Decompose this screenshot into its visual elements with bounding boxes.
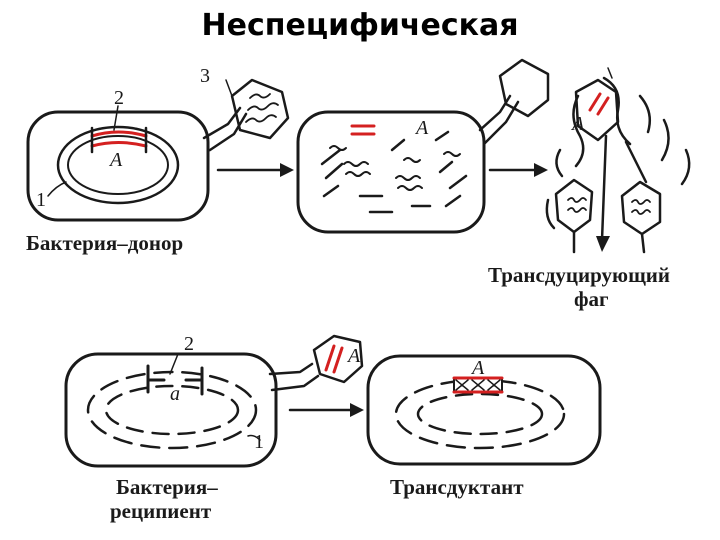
- infected-cell-wall: [296, 110, 486, 234]
- recipient-gene-label: a: [170, 383, 180, 405]
- recipient-label-line2: реципиент: [110, 499, 212, 523]
- donor-bacterium: [26, 78, 290, 222]
- injecting-phage-gene: [324, 344, 336, 372]
- marker-1-recipient: 1: [254, 431, 264, 453]
- transducing-phage-gene: [588, 92, 602, 112]
- recipient-label-line1: Бактерия–: [116, 475, 218, 499]
- donor-phage-head: [230, 78, 290, 140]
- infected-bacterium: [296, 58, 550, 234]
- marker-1: 1: [36, 189, 46, 211]
- lysis-phages: [545, 67, 691, 254]
- recipient-cell-wall: [64, 352, 278, 468]
- marker-2-recipient: 2: [184, 333, 194, 355]
- arrow-2: [488, 163, 548, 177]
- marker-3: 3: [200, 65, 210, 87]
- donor-chromosome: [56, 125, 180, 205]
- phage-label-line2: фаг: [574, 287, 609, 311]
- infected-gene-label: A: [414, 117, 429, 139]
- phage-label-line1: Трансдуцирующий: [488, 263, 670, 287]
- donor-label: Бактерия–донор: [26, 231, 183, 255]
- transductant-gene-label: A: [470, 357, 485, 379]
- injecting-phage-gene-label: A: [346, 345, 361, 367]
- injecting-phage-head: [312, 334, 364, 384]
- donor-cell-wall: [26, 110, 210, 222]
- transducing-phage-head: [574, 78, 620, 142]
- recipient-chromosome: [86, 370, 258, 450]
- recipient-bacterium: [64, 334, 364, 468]
- donor-gene-label: A: [108, 149, 123, 171]
- lysis-gene-label: A: [570, 113, 585, 135]
- marker-2: 2: [114, 87, 124, 109]
- transductant-cell-wall: [366, 354, 602, 466]
- transductant-bacterium: [366, 354, 602, 466]
- donor-gene-segment: [90, 130, 148, 138]
- slide-title: Неспецифическая: [201, 8, 519, 43]
- arrow-1: [216, 163, 294, 177]
- arrow-3: [288, 403, 364, 417]
- transductant-label: Трансдуктант: [390, 475, 524, 499]
